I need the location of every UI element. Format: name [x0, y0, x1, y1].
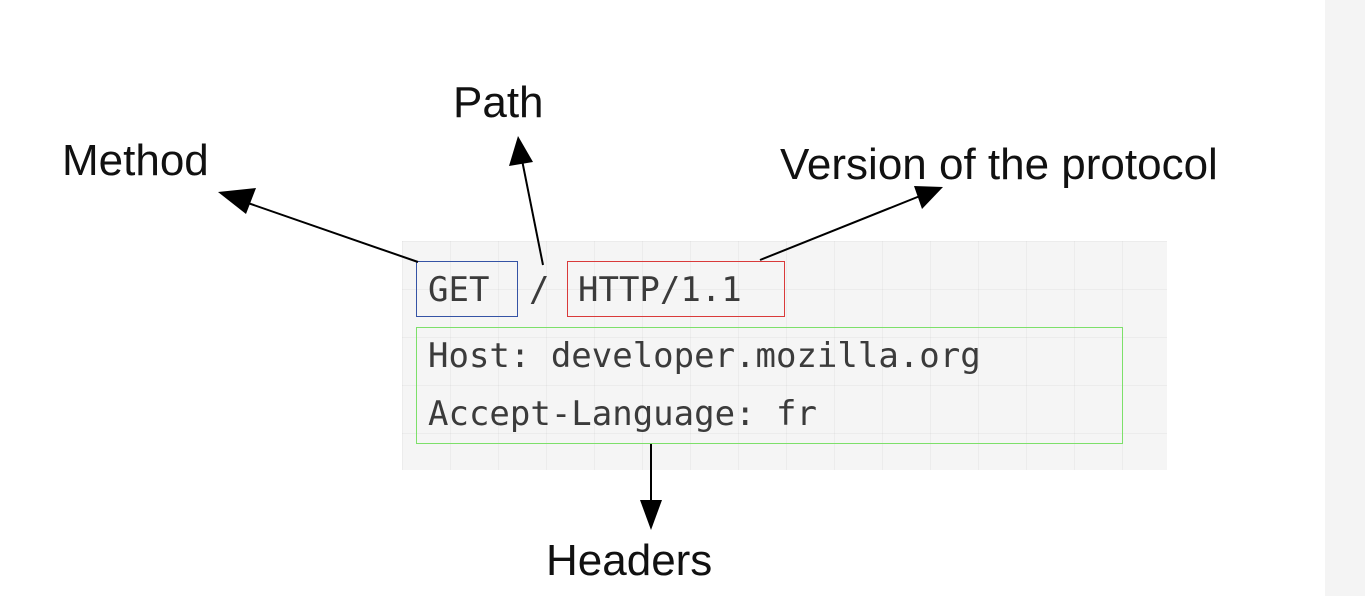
- method-arrow-line: [244, 201, 419, 263]
- headers-arrowhead: [640, 500, 662, 530]
- path-arrowhead: [509, 136, 533, 166]
- version-highlight-box: [567, 261, 785, 317]
- right-edge-strip: [1325, 0, 1365, 596]
- path-label: Path: [453, 78, 544, 127]
- version-text: HTTP/1.1: [578, 270, 742, 310]
- version-label: Version of the protocol: [780, 140, 1218, 189]
- headers-label: Headers: [546, 536, 713, 585]
- method-arrowhead: [218, 188, 256, 214]
- version-arrow-line: [759, 195, 921, 261]
- path-arrow-line: [521, 159, 544, 266]
- path-text: /: [529, 270, 550, 310]
- method-label: Method: [62, 136, 209, 185]
- header-line-accept-language: Accept-Language: fr: [428, 394, 817, 434]
- method-text: GET: [428, 270, 490, 310]
- method-highlight-box: [416, 261, 518, 317]
- version-arrowhead: [914, 186, 943, 209]
- header-line-host: Host: developer.mozilla.org: [428, 336, 981, 376]
- headers-highlight-box: [416, 327, 1123, 444]
